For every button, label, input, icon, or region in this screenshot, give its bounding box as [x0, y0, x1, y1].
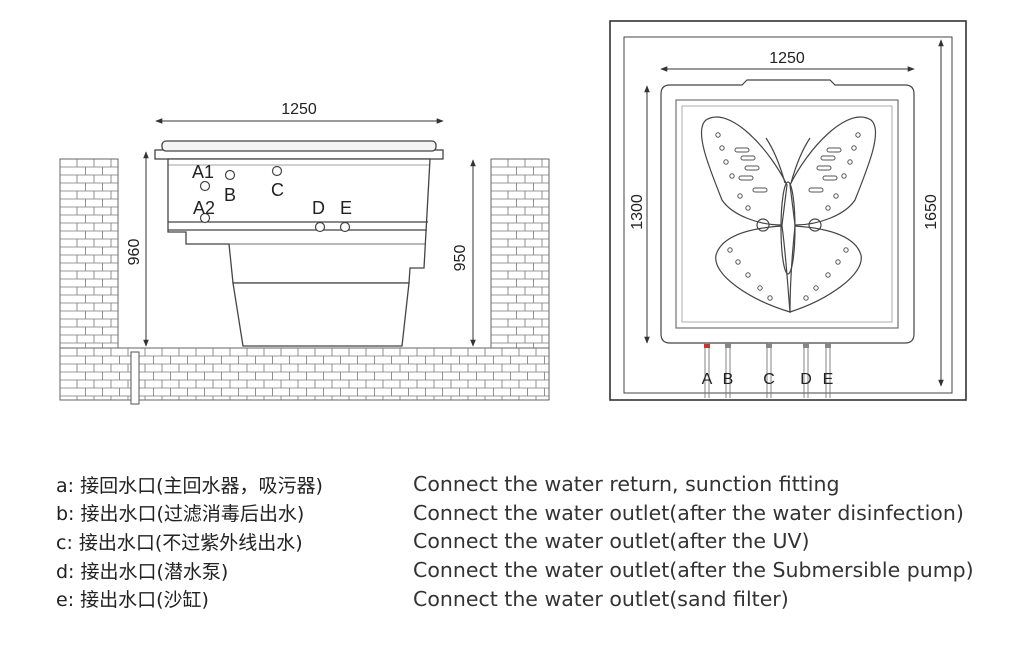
port-label-c: C — [271, 180, 284, 200]
side-right-height-label: 950 — [452, 245, 469, 272]
pipe-label: B — [723, 371, 734, 388]
legend-cn: e: 接出水口(沙缸) — [56, 589, 209, 612]
top-width-label: 1250 — [769, 50, 805, 67]
legend-row-e: e: 接出水口(沙缸) Connect the water outlet(san… — [56, 584, 996, 613]
legend-row-a: a: 接回水口(主回水器，吸污器) Connect the water retu… — [56, 470, 996, 499]
filter-lid-inner — [675, 99, 899, 329]
pipe-label: C — [763, 371, 775, 388]
brick-floor — [59, 347, 550, 401]
legend-en: Connect the water outlet(after the water… — [413, 500, 964, 525]
legend-cn: a: 接回水口(主回水器，吸污器) — [56, 474, 323, 497]
port-c — [271, 165, 283, 177]
brick-wall-left — [59, 158, 119, 353]
port-label-b: B — [224, 185, 236, 205]
port-label-a1: A1 — [192, 162, 214, 182]
tank-ports — [199, 165, 351, 233]
diagram-canvas: A1 B C A2 D E 1250 960 950 — [59, 20, 967, 405]
legend-en: Connect the water outlet(after the UV) — [413, 529, 810, 554]
port-legend: a: 接回水口(主回水器，吸污器) Connect the water retu… — [56, 470, 996, 613]
top-inner-height-label: 1300 — [629, 194, 646, 230]
side-view: A1 B C A2 D E 1250 960 950 — [59, 101, 550, 405]
top-view-pit-outline — [623, 36, 953, 394]
filter-lid — [660, 79, 915, 344]
port-a1 — [199, 180, 211, 192]
legend-cn: b: 接出水口(过滤消毒后出水) — [56, 503, 305, 526]
port-label-a2: A2 — [193, 198, 215, 218]
legend-cn: d: 接出水口(潜水泵) — [56, 560, 229, 583]
side-width-label: 1250 — [281, 101, 317, 118]
legend-row-b: b: 接出水口(过滤消毒后出水) Connect the water outle… — [56, 499, 996, 528]
pipe-label: A — [702, 371, 713, 388]
legend-cn: c: 接出水口(不过紫外线出水) — [56, 531, 303, 554]
port-d — [314, 221, 326, 233]
port-e — [339, 221, 351, 233]
legend-row-d: d: 接出水口(潜水泵) Connect the water outlet(af… — [56, 556, 996, 585]
butterfly-emblem — [700, 116, 877, 313]
legend-en: Connect the water return, sunction fitti… — [413, 472, 840, 497]
drain-pipe — [130, 351, 140, 405]
pipe-label: D — [800, 371, 812, 388]
port-b — [224, 169, 236, 181]
port-a2 — [199, 212, 211, 224]
brick-wall-right — [490, 158, 550, 353]
port-label-d: D — [312, 198, 325, 218]
butterfly-pattern — [715, 132, 861, 301]
legend-row-c: c: 接出水口(不过紫外线出水) Connect the water outle… — [56, 527, 996, 556]
pipe-label: E — [823, 371, 834, 388]
port-label-e: E — [340, 198, 352, 218]
filter-tank — [154, 140, 444, 347]
top-outer-height-label: 1650 — [923, 194, 940, 230]
legend-en: Connect the water outlet(after the Subme… — [413, 558, 974, 583]
side-left-height-label: 960 — [126, 239, 143, 266]
legend-en: Connect the water outlet(sand filter) — [413, 586, 789, 611]
